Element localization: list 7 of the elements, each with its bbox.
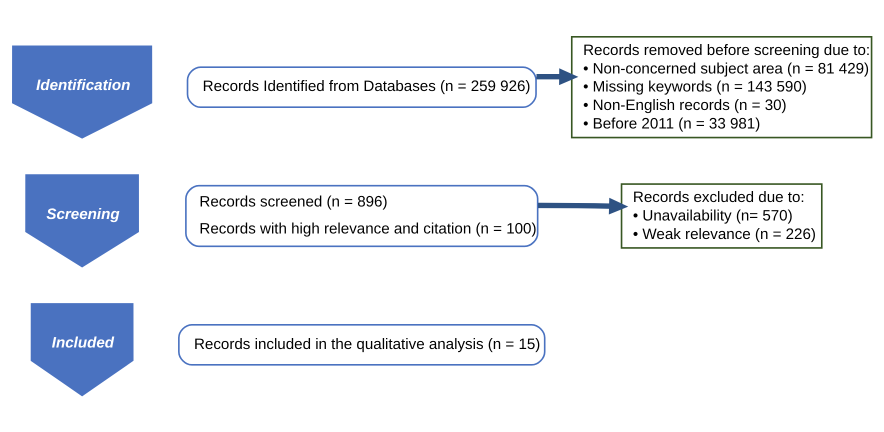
- node-box: Records Identified from Databases (n = 259 926): [186, 66, 537, 108]
- node-box: Records included in the qualitative analysis (n = 15): [178, 324, 546, 366]
- arrow: [536, 68, 578, 86]
- node-box: Records screened (n = 896) Records with high relevance and citation (n = 100): [185, 184, 538, 248]
- node-box: Records excluded due to: • Unavailability (n= 570) • Weak relevance (n = 226): [620, 183, 823, 249]
- arrow: [538, 198, 628, 215]
- node-box: Records removed before screening due to: • Non-concerned subject area (n = 81 429) • Missing keywords (n = 143 590) • Non-English records (n = 30) • Before 2011 (n = 33 981): [570, 36, 872, 138]
